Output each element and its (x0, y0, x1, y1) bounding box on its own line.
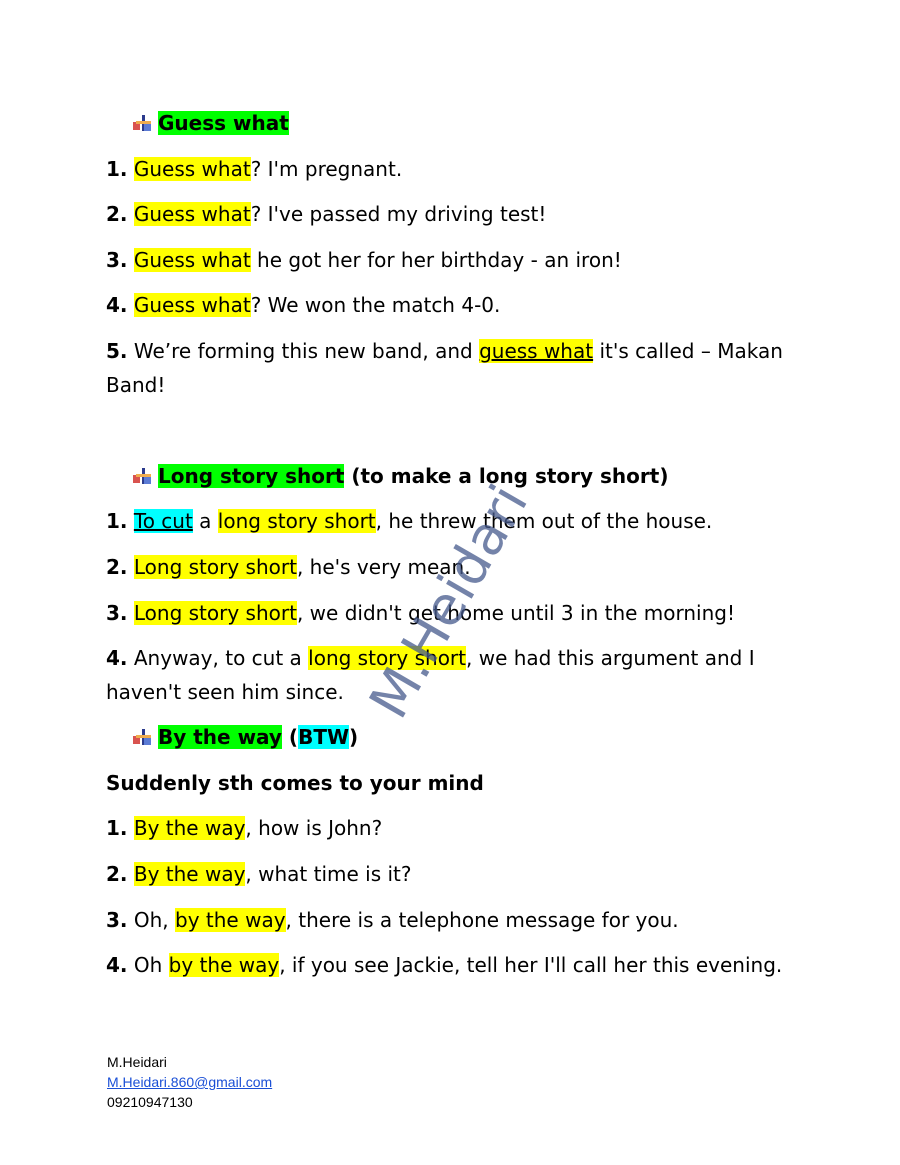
heading-text: By the way (158, 725, 282, 749)
highlight: Guess what (133, 293, 251, 317)
bullet-icon (133, 115, 151, 131)
section-heading-guess-what: Guess what (132, 108, 289, 138)
list-item: 1. Guess what? I'm pregnant. (106, 157, 403, 181)
list-item: 4. Oh by the way, if you see Jackie, tel… (106, 953, 783, 977)
highlight: guess what (479, 339, 594, 363)
highlight: long story short (217, 509, 376, 533)
footer-email-link[interactable]: M.Heidari.860@gmail.com (107, 1074, 273, 1090)
list-item: 1. To cut a long story short, he threw t… (106, 509, 713, 533)
footer: M.Heidari M.Heidari.860@gmail.com 092109… (107, 1052, 272, 1112)
highlight: Long story short (133, 555, 297, 579)
highlight: by the way (175, 908, 286, 932)
highlight-cyan: To cut (133, 509, 193, 533)
bullet-icon (133, 729, 151, 745)
highlight: By the way (133, 862, 246, 886)
highlight: Long story short (133, 601, 297, 625)
abbreviation: BTW (298, 725, 350, 749)
highlight: Guess what (133, 157, 251, 181)
highlight: By the way (133, 816, 246, 840)
subheading: Suddenly sth comes to your mind (106, 771, 484, 795)
list-item: 3. Long story short, we didn't get home … (106, 601, 735, 625)
list-item: 1. By the way, how is John? (106, 816, 383, 840)
list-item: 4. Guess what? We won the match 4-0. (106, 293, 501, 317)
list-item: 2. Long story short, he's very mean. (106, 555, 471, 579)
highlight: long story short (308, 646, 466, 670)
list-item: 5. We’re forming this new band, and gues… (106, 339, 783, 397)
list-item: 2. By the way, what time is it? (106, 862, 412, 886)
list-item: 2. Guess what? I've passed my driving te… (106, 202, 547, 226)
list-item: 4. Anyway, to cut a long story short, we… (106, 646, 755, 704)
bullet-icon (133, 468, 151, 484)
highlight: Guess what (133, 248, 251, 272)
heading-text: Guess what (158, 111, 289, 135)
heading-text: Long story short (158, 464, 345, 488)
section-heading-by-the-way: By the way (BTW) (132, 722, 358, 752)
highlight: Guess what (133, 202, 251, 226)
list-item: 3. Guess what he got her for her birthda… (106, 248, 622, 272)
footer-phone: 09210947130 (107, 1094, 193, 1110)
section-heading-long-story-short: Long story short (to make a long story s… (132, 461, 668, 491)
highlight: by the way (168, 953, 280, 977)
list-item: 3. Oh, by the way, there is a telephone … (106, 908, 679, 932)
footer-name: M.Heidari (107, 1054, 167, 1070)
heading-extra: (to make a long story short) (344, 464, 669, 488)
